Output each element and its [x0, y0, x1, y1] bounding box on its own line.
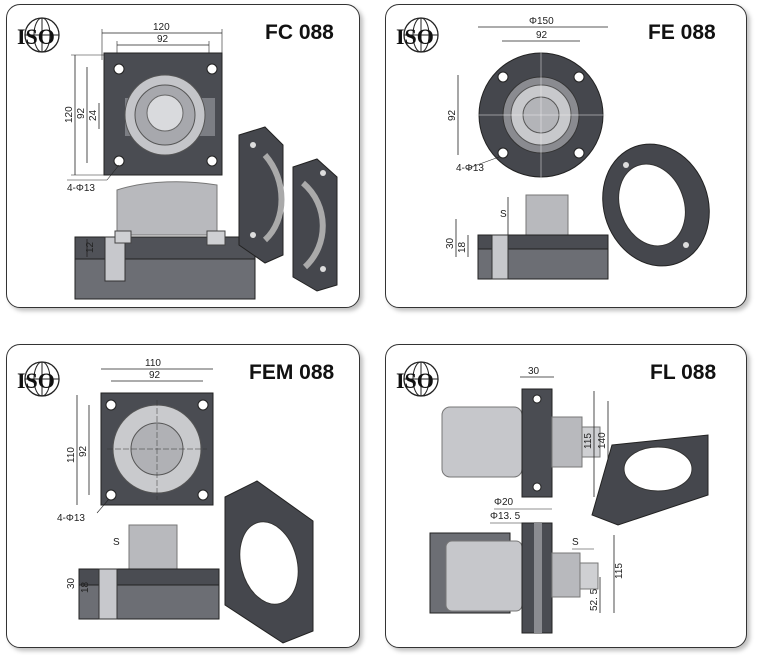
iso-logo-text: ISO [396, 24, 434, 49]
dim-s: S [572, 537, 579, 548]
dim-v92: 92 [76, 107, 87, 119]
iso-logo: ISO [396, 15, 446, 55]
dim-30: 30 [66, 577, 77, 589]
fem088-drawing: 110 92 110 92 4-Φ13 S 30 18 [57, 358, 314, 644]
dim-115b: 115 [614, 563, 625, 579]
dim-d135: Φ13. 5 [490, 511, 521, 522]
dim-18: 18 [457, 241, 468, 253]
iso-logo-text: ISO [396, 368, 434, 393]
dim-v120: 120 [64, 106, 75, 123]
dim-110: 110 [145, 358, 161, 369]
panel-title: FC 088 [265, 21, 334, 44]
iso-logo: ISO [17, 359, 67, 399]
panel-title: FL 088 [650, 361, 717, 384]
panel-fem088: ISO FEM 088 110 92 110 92 4-Φ13 S 30 18 [6, 344, 360, 648]
dim-s: S [113, 537, 120, 548]
iso-logo: ISO [17, 15, 67, 55]
globe-icon [24, 17, 60, 53]
globe-icon [403, 361, 439, 397]
dim-d150: Φ150 [529, 16, 554, 27]
dim-92: 92 [149, 370, 161, 381]
dim-v92: 92 [447, 109, 458, 121]
dim-140: 140 [597, 432, 608, 449]
iso-logo-text: ISO [17, 368, 55, 393]
dim-holes: 4-Φ13 [57, 513, 85, 524]
fc088-drawing: 120 92 120 92 24 4-Φ13 12 [64, 22, 338, 300]
panel-title: FE 088 [648, 21, 716, 44]
dim-92: 92 [536, 30, 548, 41]
dim-v110: 110 [66, 447, 77, 463]
globe-icon [24, 361, 60, 397]
dim-12: 12 [85, 241, 96, 253]
dim-holes: 4-Φ13 [67, 183, 95, 194]
dim-18: 18 [80, 581, 91, 593]
panel-title: FEM 088 [249, 361, 335, 384]
dim-92: 92 [157, 34, 169, 45]
dim-120: 120 [153, 22, 170, 33]
dim-d20: Φ20 [494, 497, 514, 508]
panel-fl088: ISO FL 088 30 140 115 Φ20 Φ13. 5 S 115 [385, 344, 747, 648]
fe088-drawing: Φ150 92 92 4-Φ13 S 30 18 [445, 16, 710, 280]
dim-holes: 4-Φ13 [456, 163, 484, 174]
dim-115: 115 [583, 433, 594, 449]
dim-v92: 92 [78, 445, 89, 457]
dim-v24: 24 [88, 109, 99, 121]
dim-30: 30 [445, 237, 456, 249]
panel-fe088: ISO FE 088 Φ150 92 92 4-Φ13 S 30 18 [385, 4, 747, 308]
panel-fc088: ISO FC 088 120 92 120 92 24 4-Φ13 [6, 4, 360, 308]
dim-30: 30 [528, 366, 540, 377]
dim-s: S [500, 209, 507, 220]
iso-logo: ISO [396, 359, 446, 399]
globe-icon [403, 17, 439, 53]
fl088-drawing: 30 140 115 Φ20 Φ13. 5 S 115 52. 5 [429, 366, 709, 634]
iso-logo-text: ISO [17, 24, 55, 49]
dim-52: 52. 5 [589, 588, 600, 611]
